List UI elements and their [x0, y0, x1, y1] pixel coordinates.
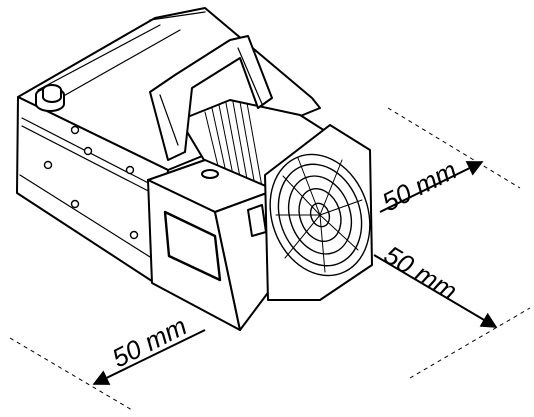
housing-side-ribs: [19, 117, 163, 263]
dashed-line-top-right: [387, 107, 521, 189]
dimension-label-top-right: 50 mm: [377, 155, 461, 218]
dashed-line-bottom-right: [409, 307, 531, 379]
handle-inner: [159, 47, 263, 146]
cover-ridge: [37, 11, 206, 99]
arrow-right: [373, 254, 498, 328]
oil-cap: [35, 84, 65, 112]
carry-handle: [149, 35, 273, 161]
arrow-top-right: [379, 161, 484, 213]
fan-guard: [269, 153, 371, 277]
motor-fins: [204, 101, 268, 216]
power-switch: [201, 169, 219, 179]
dimension-label-bottom-left: 50 mm: [107, 311, 191, 374]
dimension-label-right: 50 mm: [379, 239, 463, 306]
side-connector: [247, 204, 267, 237]
display-window: [163, 210, 222, 282]
vacuum-pump-drawing: [16, 7, 373, 331]
arrow-bottom-left: [92, 329, 206, 385]
